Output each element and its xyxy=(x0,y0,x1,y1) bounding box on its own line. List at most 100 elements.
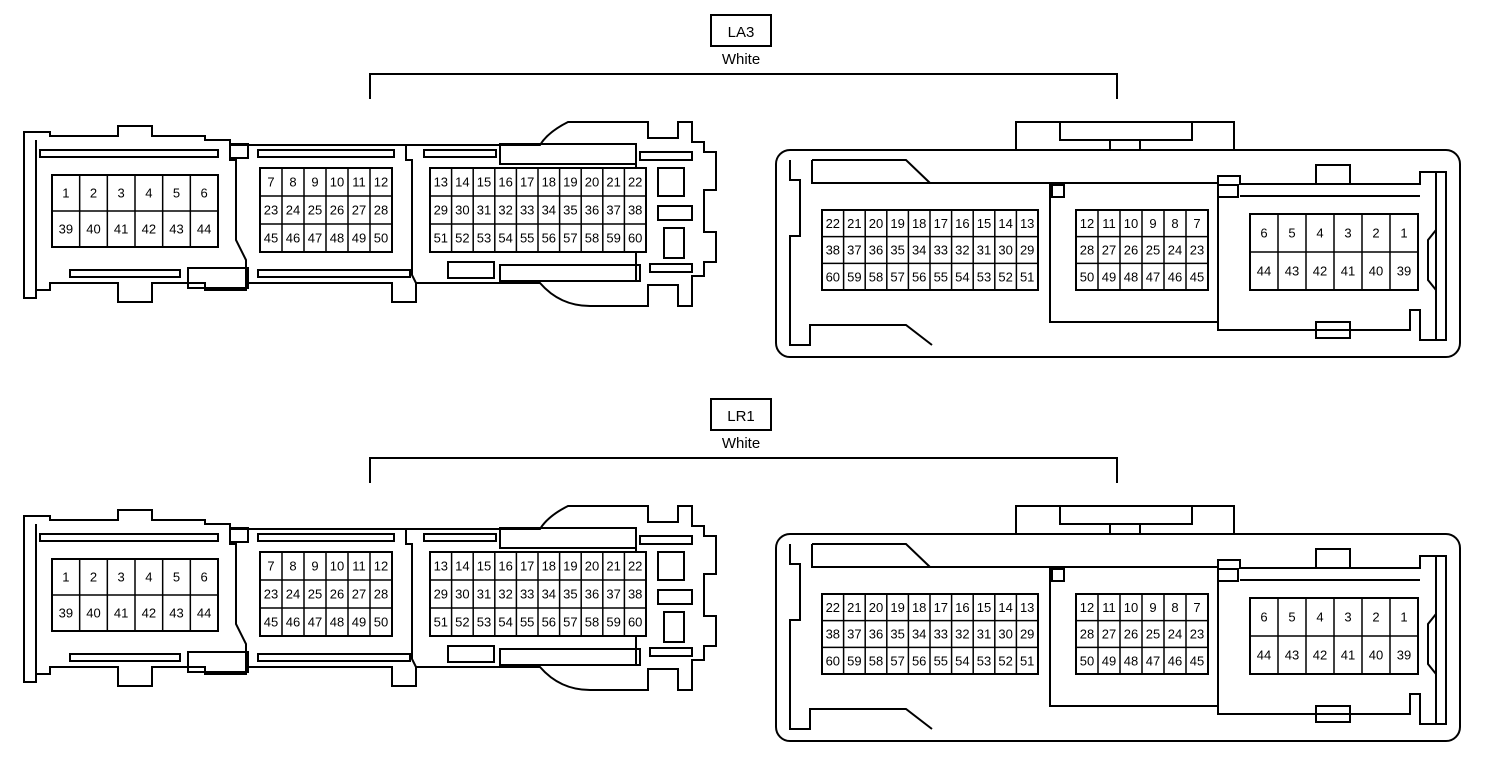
pin-number: 11 xyxy=(1102,216,1116,231)
pin-number: 28 xyxy=(1080,627,1094,642)
pin-number: 47 xyxy=(308,231,322,246)
pin-number: 11 xyxy=(352,175,366,190)
pin-number: 52 xyxy=(998,269,1012,284)
pin-number: 37 xyxy=(847,243,861,258)
pin-number: 39 xyxy=(59,222,73,237)
pin-number: 58 xyxy=(585,231,599,246)
pin-number: 6 xyxy=(201,570,208,585)
pin-number: 24 xyxy=(1168,627,1182,642)
pin-number: 13 xyxy=(1020,216,1034,231)
pin-number: 14 xyxy=(998,600,1012,615)
pin-number: 40 xyxy=(1369,264,1383,279)
pin-number: 59 xyxy=(606,615,620,630)
pin-number: 45 xyxy=(1190,269,1204,284)
pin-number: 38 xyxy=(628,203,642,218)
pin-number: 7 xyxy=(267,175,274,190)
pin-number: 27 xyxy=(352,587,366,602)
pin-number: 8 xyxy=(1171,600,1178,615)
pin-number: 4 xyxy=(145,186,152,201)
pin-number: 25 xyxy=(1146,627,1160,642)
pin-number: 29 xyxy=(1020,243,1034,258)
pin-number: 41 xyxy=(1341,648,1355,663)
pin-number: 24 xyxy=(286,203,300,218)
pin-number: 12 xyxy=(1080,216,1094,231)
connector-color: White xyxy=(722,435,760,452)
pin-number: 49 xyxy=(352,231,366,246)
pin-number: 25 xyxy=(308,203,322,218)
pin-number: 36 xyxy=(869,627,883,642)
pin-number: 48 xyxy=(1124,269,1138,284)
pin-number: 8 xyxy=(1171,216,1178,231)
pin-number: 1 xyxy=(1400,226,1407,241)
pin-number: 46 xyxy=(1168,653,1182,668)
pin-number: 25 xyxy=(308,587,322,602)
pin-number: 47 xyxy=(1146,269,1160,284)
pin-number: 5 xyxy=(173,186,180,201)
pin-number: 16 xyxy=(498,175,512,190)
pin-number: 27 xyxy=(352,203,366,218)
pin-number: 52 xyxy=(455,615,469,630)
pin-number: 32 xyxy=(955,627,969,642)
pin-number: 52 xyxy=(998,653,1012,668)
pin-number: 17 xyxy=(520,559,534,574)
pin-number: 36 xyxy=(869,243,883,258)
pin-number: 33 xyxy=(520,587,534,602)
pin-number: 7 xyxy=(1193,216,1200,231)
pin-number: 44 xyxy=(1257,648,1271,663)
pin-number: 23 xyxy=(1190,627,1204,642)
pin-number: 22 xyxy=(826,600,840,615)
pin-number: 8 xyxy=(289,175,296,190)
connector-label: LA3 White xyxy=(710,14,772,68)
pin-number: 28 xyxy=(374,587,388,602)
pin-number: 37 xyxy=(606,203,620,218)
pin-number: 46 xyxy=(286,231,300,246)
pin-number: 22 xyxy=(826,216,840,231)
pin-number: 49 xyxy=(352,615,366,630)
pin-number: 48 xyxy=(330,231,344,246)
pin-number: 17 xyxy=(934,216,948,231)
pin-number: 10 xyxy=(1124,216,1138,231)
pin-number: 53 xyxy=(977,653,991,668)
pin-number: 4 xyxy=(1316,226,1323,241)
pin-number: 24 xyxy=(1168,243,1182,258)
pin-number: 10 xyxy=(330,175,344,190)
pin-number: 9 xyxy=(311,175,318,190)
pin-number: 42 xyxy=(1313,264,1327,279)
pin-number: 2 xyxy=(90,570,97,585)
pin-number: 28 xyxy=(1080,243,1094,258)
pin-number: 46 xyxy=(1168,269,1182,284)
pin-number: 16 xyxy=(955,600,969,615)
pin-number: 3 xyxy=(1344,610,1351,625)
pin-number: 41 xyxy=(1341,264,1355,279)
pin-number: 34 xyxy=(912,627,926,642)
pin-number: 32 xyxy=(955,243,969,258)
pin-number: 2 xyxy=(1372,226,1379,241)
pin-number: 55 xyxy=(934,269,948,284)
pin-number: 42 xyxy=(1313,648,1327,663)
pin-number: 5 xyxy=(1288,610,1295,625)
pin-number: 30 xyxy=(455,203,469,218)
pin-number: 6 xyxy=(1260,610,1267,625)
pin-number: 16 xyxy=(955,216,969,231)
pin-number: 44 xyxy=(197,222,211,237)
pin-number: 18 xyxy=(912,216,926,231)
pin-number: 40 xyxy=(86,222,100,237)
pin-number: 45 xyxy=(1190,653,1204,668)
pin-number: 39 xyxy=(1397,264,1411,279)
pin-number: 35 xyxy=(563,203,577,218)
pin-number: 55 xyxy=(520,615,534,630)
pin-number: 57 xyxy=(563,615,577,630)
pin-number: 30 xyxy=(998,243,1012,258)
pin-number: 3 xyxy=(1344,226,1351,241)
pin-number: 19 xyxy=(563,559,577,574)
pin-number: 15 xyxy=(477,175,491,190)
connector-color: White xyxy=(722,51,760,68)
